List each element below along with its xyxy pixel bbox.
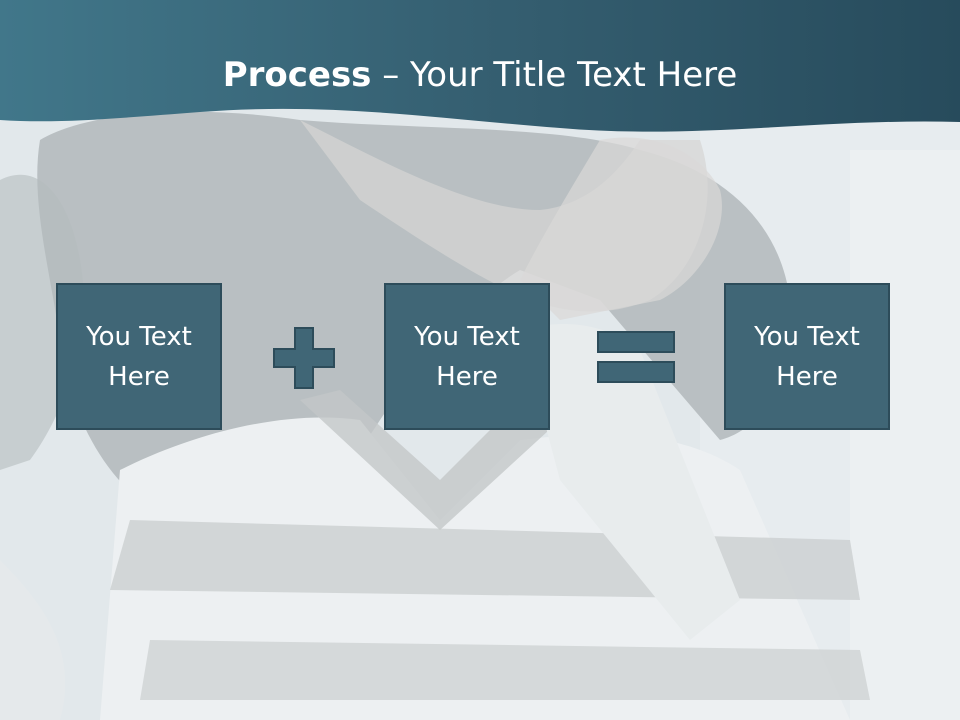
title-bold: Process bbox=[222, 55, 372, 95]
plus-icon bbox=[273, 327, 335, 389]
title-rest: – Your Title Text Here bbox=[371, 55, 738, 95]
process-box-1[interactable]: You Text Here bbox=[56, 283, 222, 430]
process-box-2-label: You Text Here bbox=[414, 321, 520, 392]
process-box-3-label: You Text Here bbox=[754, 321, 860, 392]
process-box-1-label: You Text Here bbox=[86, 321, 192, 392]
title-band bbox=[0, 0, 960, 132]
slide-title: Process – Your Title Text Here bbox=[0, 52, 960, 98]
equals-icon bbox=[597, 331, 675, 383]
process-box-2[interactable]: You Text Here bbox=[384, 283, 550, 430]
process-box-3[interactable]: You Text Here bbox=[724, 283, 890, 430]
